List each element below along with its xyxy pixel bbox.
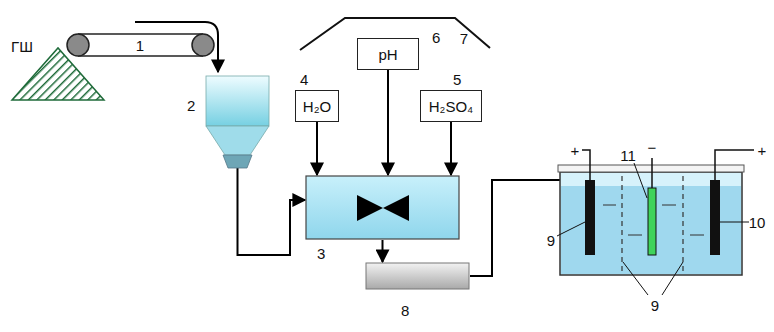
- reagent-label: pH: [378, 46, 397, 63]
- callout-number: 4: [300, 71, 308, 88]
- reagent-label: H₂SO₄: [429, 98, 473, 115]
- electrolyzer: [558, 150, 754, 275]
- reagent-label: H₂O: [303, 98, 331, 115]
- outlet-pipe: [470, 180, 572, 276]
- feed-arrow: [135, 22, 218, 72]
- callout-number: 7: [460, 31, 468, 46]
- polarity-sign: +: [758, 143, 767, 158]
- flow-arrow: [238, 168, 306, 255]
- callout-number: 9: [547, 233, 555, 248]
- flow-arrow: [450, 122, 452, 175]
- hopper-outline: [205, 75, 270, 170]
- leader-lines: [557, 163, 749, 295]
- flow-arrow: [387, 70, 389, 175]
- flow-arrow: [382, 240, 384, 262]
- trough: 8: [365, 262, 470, 290]
- callout-number: 5: [453, 71, 461, 88]
- callout-number: 2: [187, 97, 195, 114]
- callout-number: ГШ: [11, 39, 33, 54]
- callout-number: 9: [651, 298, 659, 313]
- callout-number: 6: [432, 29, 440, 46]
- callout-number: 8: [401, 302, 409, 319]
- conveyor: [67, 34, 214, 56]
- callout-number: 10: [749, 215, 766, 230]
- flow-arrow: [316, 122, 318, 175]
- callout-number: 11: [620, 148, 636, 163]
- reagent-box: 4H₂O: [295, 90, 339, 122]
- callout-number: 1: [136, 38, 144, 53]
- polarity-sign: +: [571, 143, 580, 158]
- callout-number: 3: [317, 245, 325, 262]
- trough-outline: [365, 262, 470, 290]
- reagent-box: 6pH: [357, 38, 419, 70]
- tank-outline: [305, 175, 460, 240]
- hopper: 2: [205, 75, 270, 170]
- tank: 3: [305, 175, 460, 240]
- polarity-sign: −: [648, 140, 657, 155]
- reagent-box: 5H₂SO₄: [420, 90, 482, 122]
